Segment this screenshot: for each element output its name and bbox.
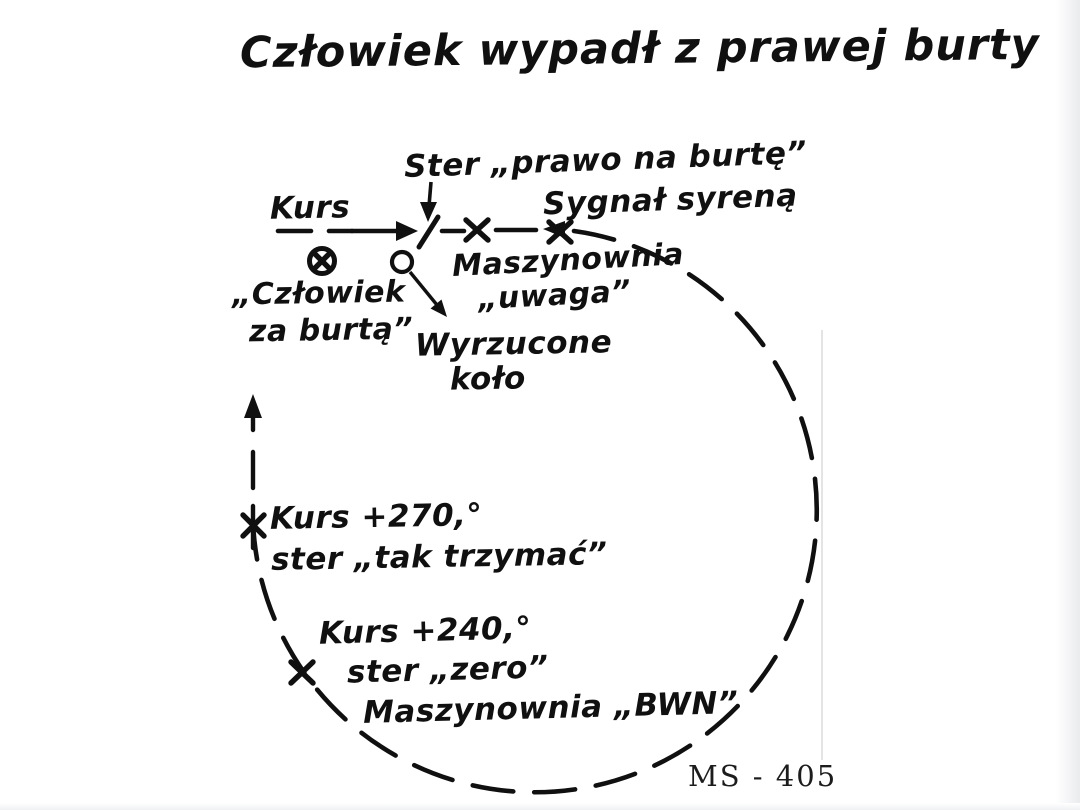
siren-signal-label: Sygnał syreną — [542, 177, 799, 223]
man-overboard-icon — [307, 246, 337, 276]
scan-fold-line — [821, 330, 823, 760]
figure-code: MS - 405 — [688, 759, 838, 793]
siren-leader-arrowhead — [543, 221, 565, 238]
course-240-label: Kurs +240,° — [318, 610, 532, 652]
course-arrowhead — [396, 221, 418, 241]
turning-circle-track — [250, 228, 820, 795]
life-buoy-label-line1: Wyrzucone — [414, 324, 613, 364]
engine-attention-x-mark — [463, 217, 491, 243]
scan-edge-bottom — [0, 803, 1080, 810]
man-overboard-label-line1: „Człowiek — [231, 274, 406, 313]
man-overboard-label-line2: za burtą” — [248, 311, 414, 350]
course-label: Kurs — [269, 189, 351, 227]
course-240-x-mark — [288, 659, 316, 686]
rudder-zero-label: ster „zero” — [346, 649, 549, 691]
steady-order-label: ster „tak trzymać” — [270, 536, 608, 578]
engine-room-label-line2: „uwaga” — [477, 274, 632, 317]
life-buoy-label-line2: koło — [449, 360, 527, 398]
course-270-label: Kurs +270,° — [269, 497, 483, 537]
diagram-title: Człowiek wypadł z prawej burty — [239, 19, 1040, 79]
return-leg-arrowhead — [244, 394, 262, 418]
course-270-x-mark — [240, 512, 267, 539]
scan-edge-right — [1056, 0, 1080, 810]
rudder-order-leader-arrow — [420, 181, 437, 222]
life-buoy-icon — [389, 249, 415, 275]
life-buoy-leader-arrow — [408, 270, 447, 317]
course-line — [275, 227, 539, 234]
rudder-order-tick — [416, 214, 441, 250]
